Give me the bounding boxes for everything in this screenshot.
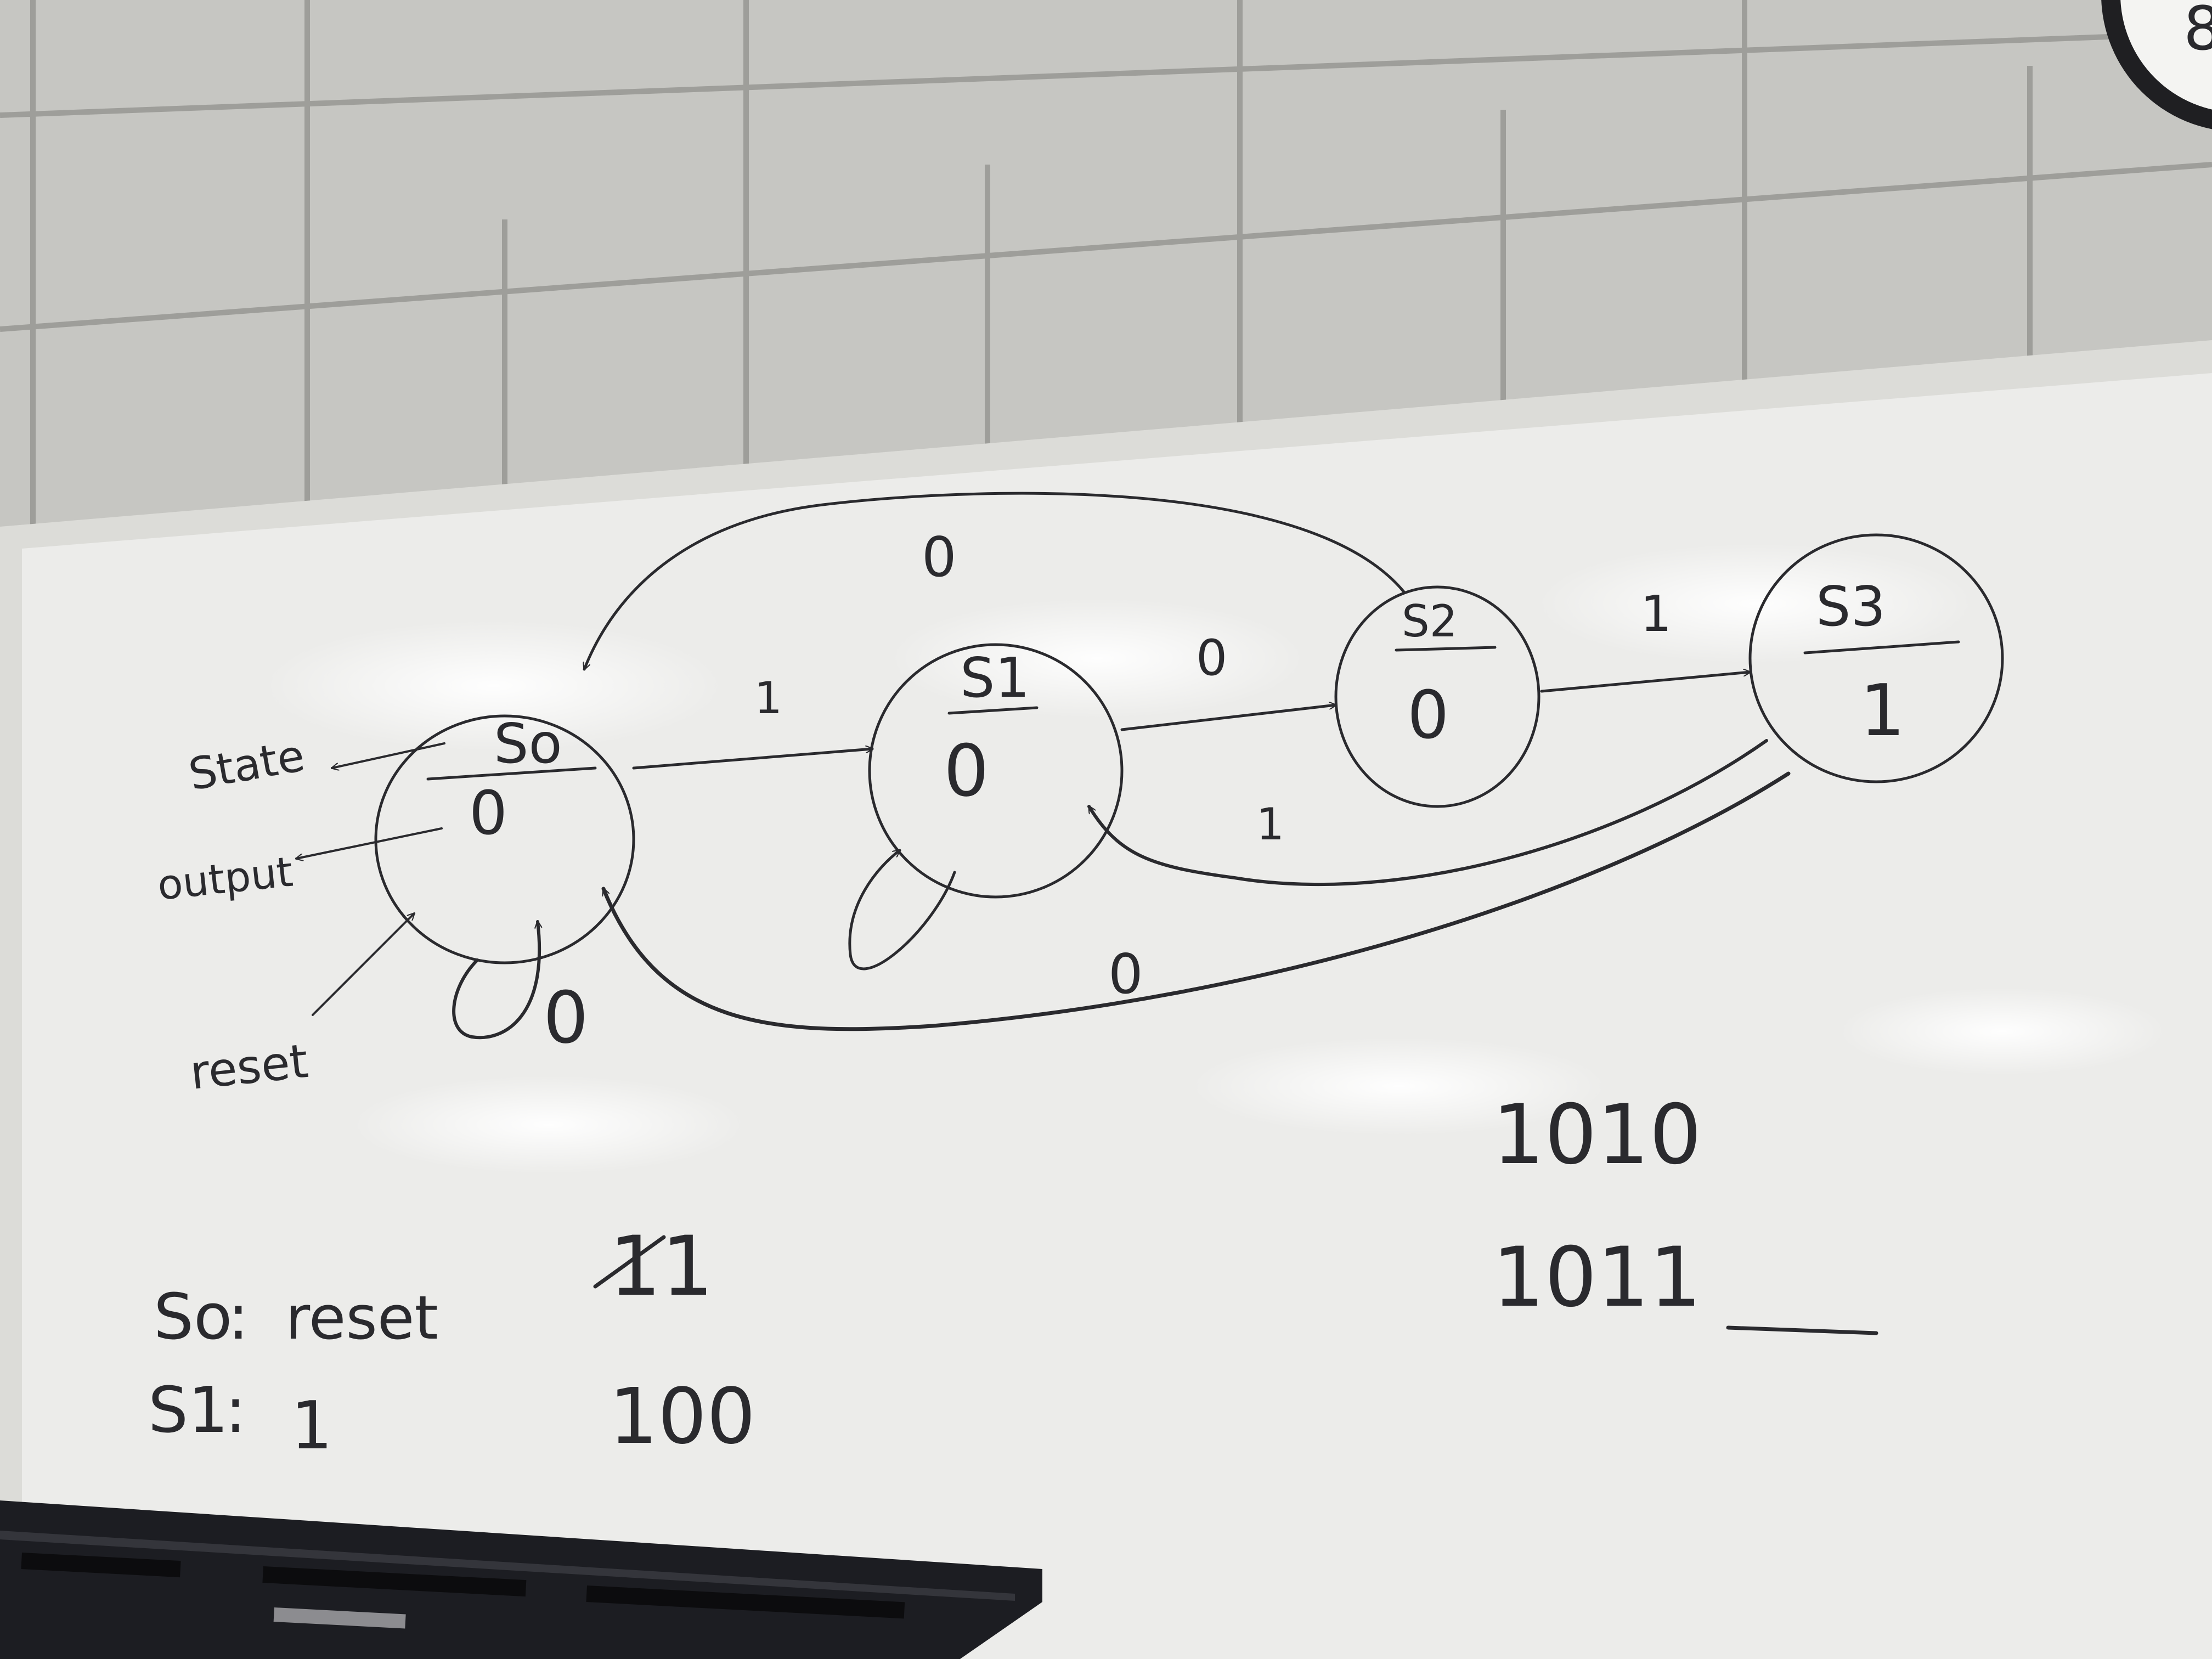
transition-s3-s0: 0 xyxy=(601,771,1791,1031)
state-s0-output: 0 xyxy=(469,778,507,848)
transition-s0-self: 0 xyxy=(452,920,589,1059)
annotation-reset: reset xyxy=(188,913,414,1101)
transition-s0-self-label: 0 xyxy=(543,976,589,1059)
state-s2: S2 0 xyxy=(1334,585,1541,808)
transition-s2-s0-label: 0 xyxy=(922,525,957,589)
transition-s3-s1: 1 xyxy=(1087,739,1768,886)
note-line-2: S1 : 1 xyxy=(148,1374,332,1464)
state-s1: S1 0 xyxy=(868,643,1124,899)
state-s1-output: 0 xyxy=(944,729,989,812)
wall-clock: 8 xyxy=(2101,0,2212,129)
transition-s0-s1-label: 1 xyxy=(754,673,782,724)
note-line-1-colon: : xyxy=(228,1280,249,1354)
monitor-top xyxy=(0,1500,1042,1659)
whiteboard xyxy=(0,340,2212,1659)
state-diagram: So 0 S1 0 S2 0 S3 1 1 0 xyxy=(155,492,2004,1101)
sequence-1011-text: 1011 xyxy=(1492,1230,1702,1325)
transition-s3-s0-label: 0 xyxy=(1108,942,1143,1006)
transition-s2-s0: 0 xyxy=(584,492,1406,669)
transition-s1-self xyxy=(848,849,956,970)
state-s3-name: S3 xyxy=(1816,574,1886,639)
note-line-2-value: 1 xyxy=(291,1388,332,1464)
note-line-1-label: So xyxy=(154,1280,232,1354)
board-notes: So : reset S1 : 1 11 100 1010 1011 xyxy=(148,1087,1878,1464)
state-s2-name: S2 xyxy=(1402,596,1458,647)
transition-s2-s3: 1 xyxy=(1540,585,1752,693)
state-s1-name: S1 xyxy=(960,646,1030,710)
state-s0-name: So xyxy=(494,712,562,776)
transition-s1-s2-label: 0 xyxy=(1196,629,1227,687)
sequence-1010: 1010 xyxy=(1492,1087,1702,1183)
state-s0: So 0 xyxy=(374,712,635,964)
note-line-1-value: reset xyxy=(285,1283,438,1353)
svg-text:8: 8 xyxy=(2183,0,2212,64)
sequence-100: 100 xyxy=(609,1372,755,1462)
note-line-1: So : reset xyxy=(154,1280,438,1354)
transition-s3-s1-label: 1 xyxy=(1256,799,1284,850)
note-line-2-label: S1 xyxy=(148,1374,228,1447)
note-line-2-colon: : xyxy=(225,1374,246,1447)
sequence-11: 11 xyxy=(593,1219,714,1314)
sequence-11-text: 11 xyxy=(609,1219,714,1314)
state-s3: S3 1 xyxy=(1748,533,2004,783)
transition-s0-s1: 1 xyxy=(632,673,874,770)
sequence-1011: 1011 xyxy=(1492,1230,1878,1335)
annotation-reset-label: reset xyxy=(188,1034,311,1101)
state-s3-output: 1 xyxy=(1860,669,1905,752)
state-s2-output: 0 xyxy=(1407,678,1449,754)
transition-s1-s2: 0 xyxy=(1120,629,1338,731)
transition-s2-s3-label: 1 xyxy=(1640,585,1672,643)
